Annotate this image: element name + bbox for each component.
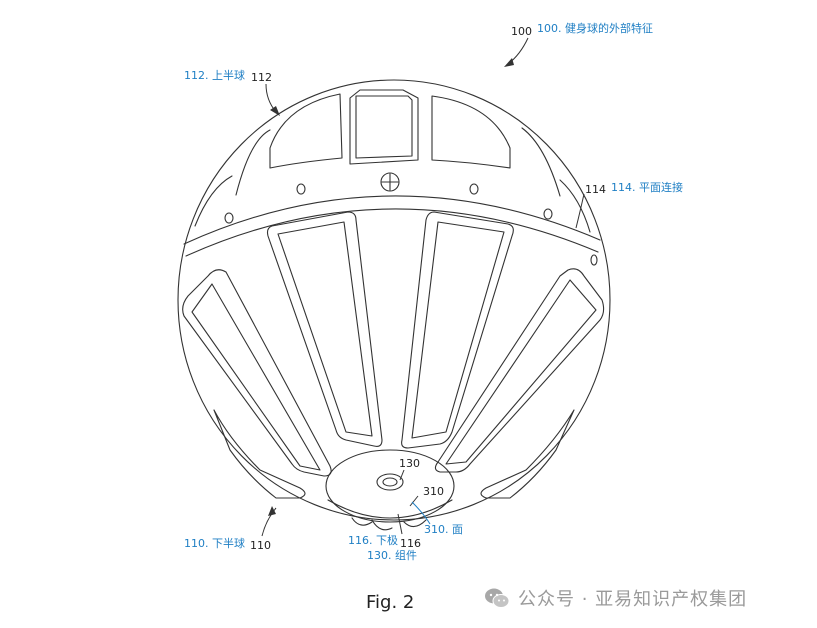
label-116-text: 116. 下极: [348, 534, 398, 547]
figure-caption: Fig. 2: [366, 592, 415, 613]
ball-outline: [177, 79, 611, 521]
label-100-text: 100. 健身球的外部特征: [537, 22, 653, 35]
label-130-number: 130: [399, 457, 420, 470]
watermark-text: 公众号 · 亚易知识产权集团: [518, 589, 748, 610]
screw: [380, 172, 400, 192]
label-310-number: 310: [423, 485, 444, 498]
lower-pole: [325, 449, 455, 523]
watermark: 公众号 · 亚易知识产权集团: [484, 585, 747, 611]
label-112-number: 112: [251, 71, 272, 84]
arrowheads: [268, 58, 514, 516]
label-114-text: 114. 平面连接: [611, 181, 683, 194]
wechat-icon: [485, 588, 510, 608]
label-310-text: 310. 面: [424, 523, 463, 536]
assembly-130: [376, 473, 404, 491]
leader-lines: [261, 37, 585, 537]
label-130-text: 130. 组件: [367, 549, 417, 562]
label-116-number: 116: [400, 537, 421, 550]
label-114-number: 114: [585, 183, 606, 196]
label-100-number: 100: [511, 25, 532, 38]
lower-rib: [266, 211, 383, 447]
planar-junction: [183, 195, 601, 245]
label-110-number: 110: [250, 539, 271, 552]
label-112-text: 112. 上半球: [184, 69, 245, 82]
upper-rib: [349, 89, 419, 165]
label-110-text: 110. 下半球: [184, 537, 245, 550]
blue-leaders: [411, 501, 431, 525]
